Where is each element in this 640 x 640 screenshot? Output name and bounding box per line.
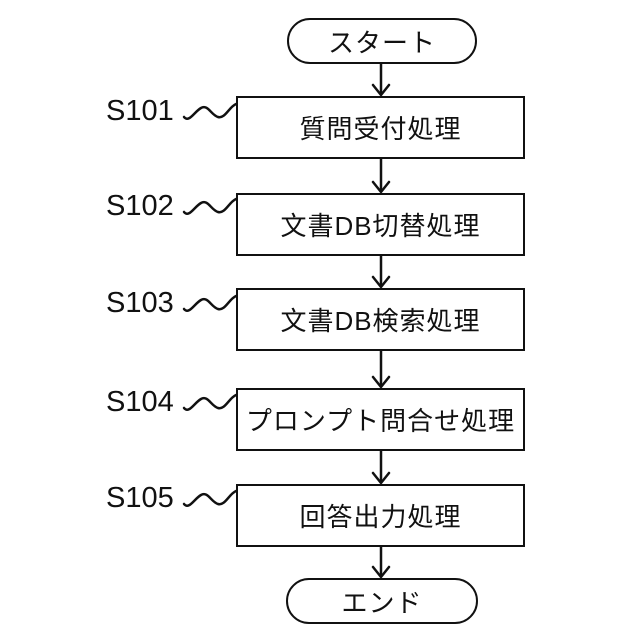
step-ref-s104: S104	[106, 386, 174, 418]
process-box-s102-label: 文書DB切替処理	[280, 211, 481, 241]
process-box-s101: 質問受付処理	[236, 96, 525, 159]
leader-squiggle-s104	[182, 393, 238, 411]
start-terminal: スタート	[287, 18, 477, 64]
arrow-s104-to-s105	[371, 449, 391, 485]
leader-squiggle-s102	[182, 197, 238, 215]
process-box-s102: 文書DB切替処理	[236, 193, 525, 256]
end-terminal-label: エンド	[341, 587, 423, 618]
arrow-s105-to-end	[371, 545, 391, 579]
process-box-s101-label: 質問受付処理	[299, 114, 462, 144]
arrow-s102-to-s103	[371, 254, 391, 289]
process-box-s104-label: プロンプト問合せ処理	[245, 406, 516, 436]
leader-squiggle-s105	[182, 489, 238, 507]
process-box-s104: プロンプト問合せ処理	[236, 388, 525, 451]
step-ref-s101: S101	[106, 95, 174, 127]
arrow-start-to-s101	[371, 61, 391, 97]
process-box-s103-label: 文書DB検索処理	[280, 306, 481, 336]
process-box-s105-label: 回答出力処理	[299, 502, 462, 532]
arrow-s103-to-s104	[371, 349, 391, 389]
step-ref-s102: S102	[106, 190, 174, 222]
process-box-s103: 文書DB検索処理	[236, 288, 525, 351]
leader-squiggle-s101	[182, 102, 238, 120]
process-box-s105: 回答出力処理	[236, 484, 525, 547]
step-ref-s105: S105	[106, 482, 174, 514]
end-terminal: エンド	[286, 578, 478, 624]
start-terminal-label: スタート	[327, 27, 436, 58]
step-ref-s103: S103	[106, 287, 174, 319]
arrow-s101-to-s102	[371, 157, 391, 194]
leader-squiggle-s103	[182, 294, 238, 312]
